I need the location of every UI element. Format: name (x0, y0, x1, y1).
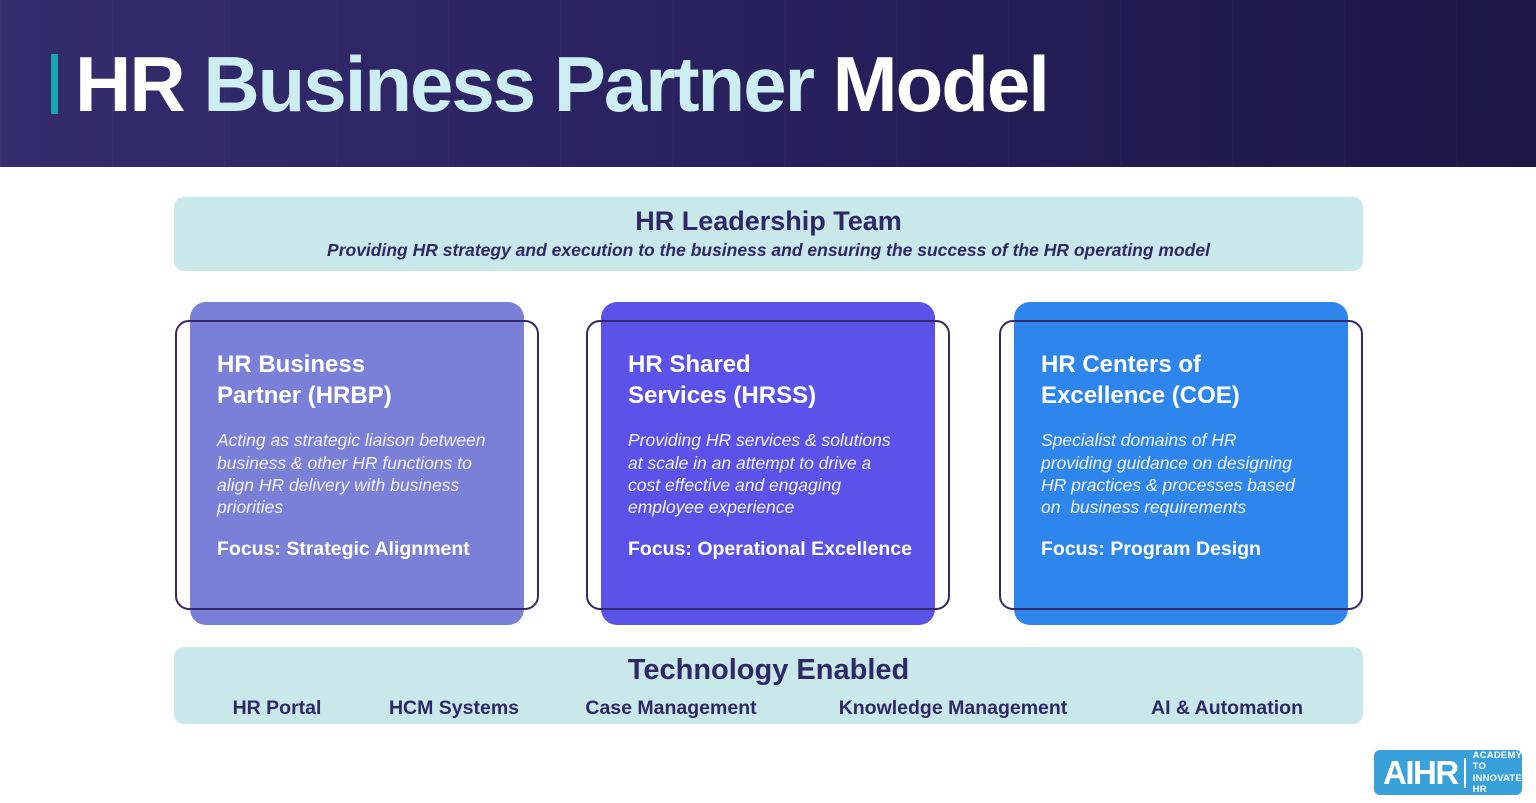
card-coe-heading: HR Centers of Excellence (COE) (1041, 351, 1240, 409)
tech-item-knowledge-management: Knowledge Management (838, 697, 1068, 719)
tech-item-hr-portal: HR Portal (232, 697, 322, 719)
card-hrss-fill: HR Shared Services (HRSS) Providing HR s… (601, 302, 935, 625)
card-hrss-heading: HR Shared Services (HRSS) (628, 351, 817, 409)
tech-item-case-management: Case Management (585, 697, 757, 719)
card-hr-centers-of-excellence: HR Centers of Excellence (COE) Specialis… (999, 302, 1363, 625)
leadership-title: HR Leadership Team (635, 206, 902, 237)
aihr-logo-wordmark: AIHR (1383, 754, 1459, 791)
tech-item-hcm-systems: HCM Systems (388, 697, 520, 719)
page-title: HR Business Partner Model (75, 45, 1050, 123)
card-hrss-focus: Focus: Operational Excellence (628, 538, 912, 561)
card-hrbp-focus: Focus: Strategic Alignment (217, 538, 470, 561)
card-coe-description: Specialist domains of HR providing guida… (1041, 430, 1295, 518)
technology-enabled-banner: Technology Enabled HR Portal HCM Systems… (174, 647, 1363, 724)
card-hrbp-fill: HR Business Partner (HRBP) Acting as str… (190, 302, 524, 625)
aihr-logo-tagline-line1: ACADEMY TO (1472, 749, 1522, 773)
card-hrss-description: Providing HR services & solutions at sca… (628, 430, 891, 518)
page-title-prefix: HR (75, 39, 186, 128)
leadership-subtitle: Providing HR strategy and execution to t… (327, 239, 1210, 260)
card-hrbp-description: Acting as strategic liaison between busi… (217, 430, 486, 518)
technology-items-row: HR Portal HCM Systems Case Management Kn… (174, 697, 1363, 723)
hr-leadership-banner: HR Leadership Team Providing HR strategy… (174, 197, 1363, 271)
tech-item-ai-automation: AI & Automation (1150, 697, 1304, 719)
card-hrbp-heading: HR Business Partner (HRBP) (217, 351, 392, 409)
header-banner: HR Business Partner Model (0, 0, 1536, 167)
card-coe-focus: Focus: Program Design (1041, 538, 1261, 561)
card-coe-fill: HR Centers of Excellence (COE) Specialis… (1014, 302, 1348, 625)
aihr-logo-divider (1463, 757, 1466, 788)
technology-title: Technology Enabled (627, 654, 910, 686)
card-hr-shared-services: HR Shared Services (HRSS) Providing HR s… (586, 302, 950, 625)
aihr-logo: AIHR ACADEMY TO INNOVATE HR (1374, 750, 1522, 795)
page-title-suffix: Model (832, 39, 1050, 128)
title-accent-bar (51, 53, 58, 114)
aihr-logo-tagline-line2: INNOVATE HR (1472, 772, 1522, 795)
card-hr-business-partner: HR Business Partner (HRBP) Acting as str… (175, 302, 539, 625)
aihr-logo-tagline: ACADEMY TO INNOVATE HR (1473, 750, 1522, 796)
page-title-accent: Business Partner (203, 39, 815, 128)
